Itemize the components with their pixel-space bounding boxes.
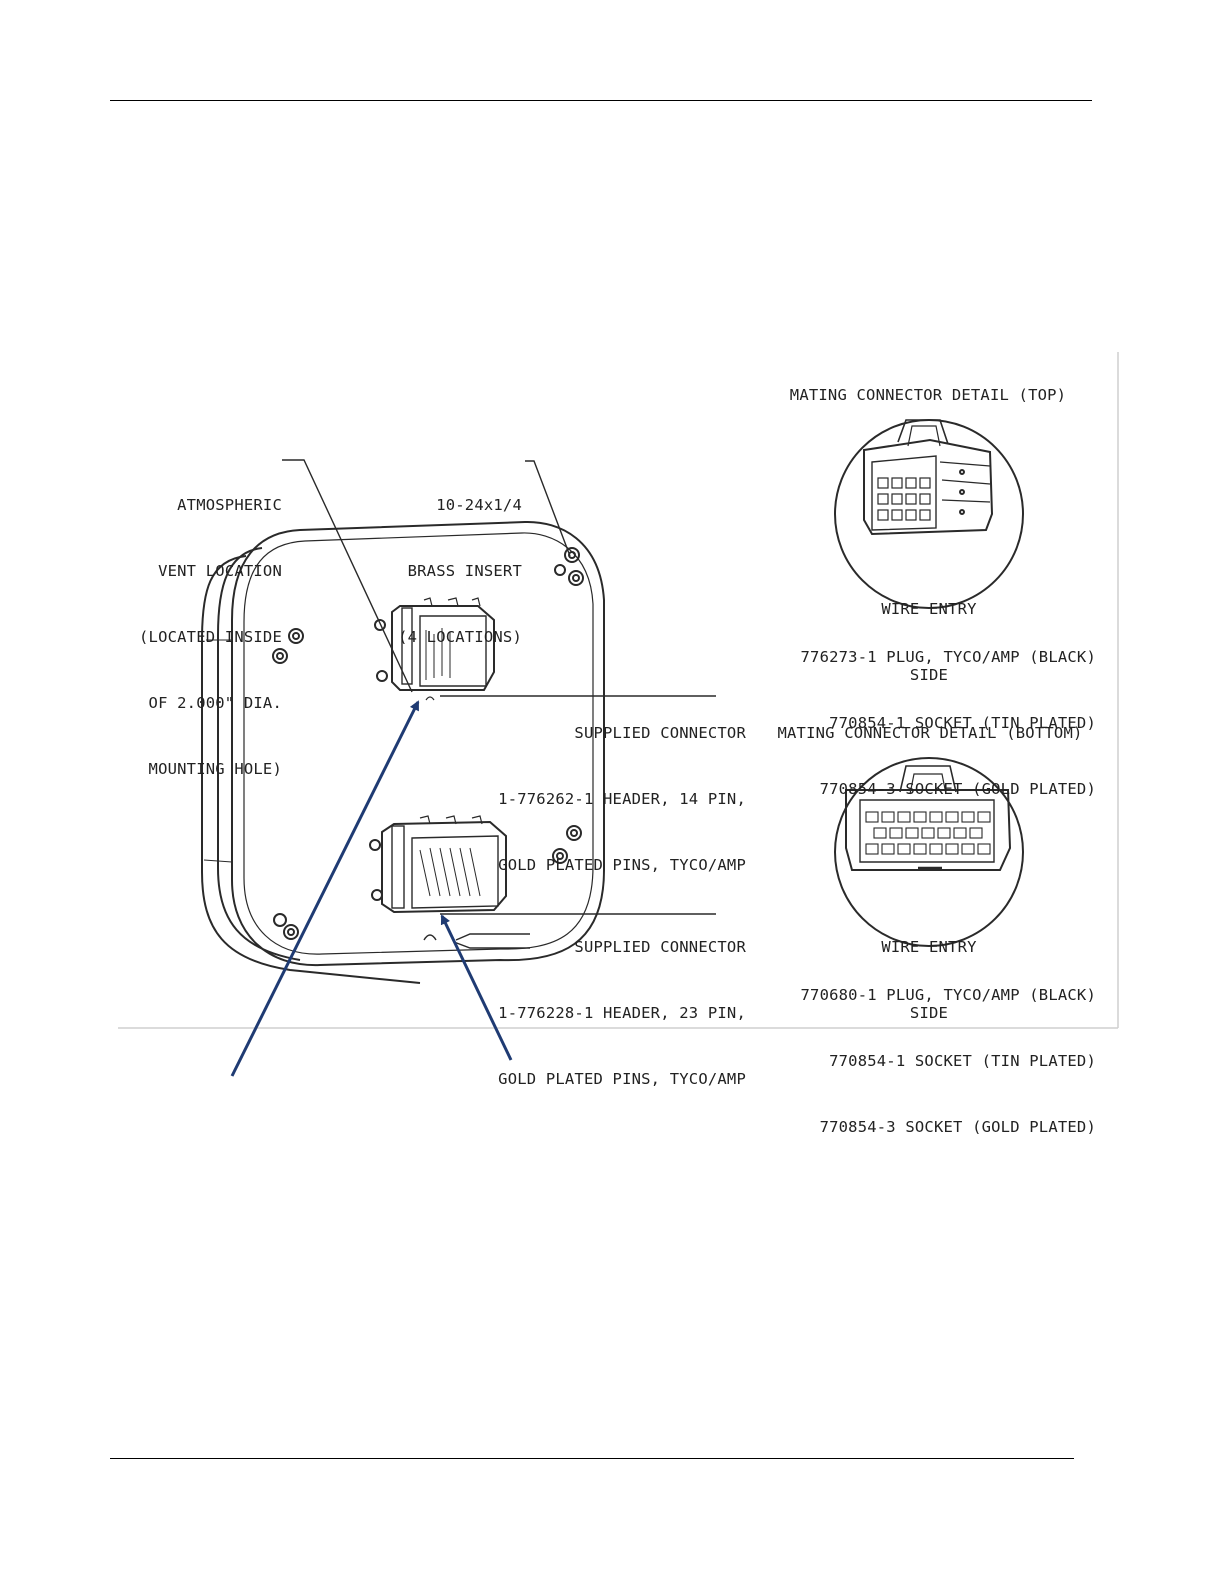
- vent-line-5: MOUNTING HOLE): [148, 760, 282, 778]
- vent-line-4: OF 2.000" DIA.: [148, 694, 282, 712]
- arrow-to-23-pin: [440, 914, 513, 1061]
- brass-insert-label: 10-24x1/4 BRASS INSERT (4 LOCATIONS): [360, 450, 522, 670]
- vent-line-3: (LOCATED INSIDE: [139, 628, 282, 646]
- leader-lines: [282, 459, 716, 949]
- brass-inserts: [272, 547, 584, 940]
- mating-connector-bottom: [834, 757, 1024, 947]
- figure-frame: [118, 352, 1119, 1029]
- top-part-plug: 776273-1 PLUG, TYCO/AMP (BLACK): [800, 648, 1096, 666]
- c14-line-3: GOLD PLATED PINS, TYCO/AMP: [498, 856, 746, 874]
- top-part-socket-gold: 770854-3 SOCKET (GOLD PLATED): [819, 780, 1096, 798]
- insert-line-3: (4 LOCATIONS): [398, 628, 522, 646]
- mating-connector-top: [834, 419, 1024, 609]
- connector-23-pin: [381, 815, 507, 941]
- bottom-parts-list: 770680-1 PLUG, TYCO/AMP (BLACK) 770854-1…: [740, 940, 1096, 1160]
- bottom-part-socket-tin: 770854-1 SOCKET (TIN PLATED): [829, 1052, 1096, 1070]
- footer-rule: [110, 1458, 1074, 1459]
- c23-line-1: SUPPLIED CONNECTOR: [574, 938, 746, 956]
- c14-line-1: SUPPLIED CONNECTOR: [574, 724, 746, 742]
- header-rule: [110, 100, 1092, 101]
- connector-14-pin: [391, 597, 495, 701]
- bottom-part-socket-gold: 770854-3 SOCKET (GOLD PLATED): [819, 1118, 1096, 1136]
- top-detail-title: MATING CONNECTOR DETAIL (TOP): [789, 386, 1067, 404]
- arrow-to-14-pin: [230, 700, 420, 1077]
- top-wire-entry-line-1: WIRE ENTRY: [881, 600, 977, 618]
- top-wire-entry-line-2: SIDE: [909, 666, 949, 684]
- bottom-wire-entry-line-1: WIRE ENTRY: [881, 938, 977, 956]
- top-parts-list: 776273-1 PLUG, TYCO/AMP (BLACK) 770854-1…: [740, 602, 1096, 822]
- connector-23-pin-label: SUPPLIED CONNECTOR 1-776228-1 HEADER, 23…: [446, 892, 746, 1112]
- callout-arrows: [230, 700, 513, 1077]
- vent-location-label: ATMOSPHERIC VENT LOCATION (LOCATED INSID…: [100, 450, 282, 802]
- vent-line-1: ATMOSPHERIC: [177, 496, 282, 514]
- c23-line-2: 1-776228-1 HEADER, 23 PIN,: [498, 1004, 746, 1022]
- top-part-socket-tin: 770854-1 SOCKET (TIN PLATED): [829, 714, 1096, 732]
- bottom-wire-entry-line-2: SIDE: [909, 1004, 949, 1022]
- housing: [201, 520, 605, 984]
- bottom-part-plug: 770680-1 PLUG, TYCO/AMP (BLACK): [800, 986, 1096, 1004]
- insert-line-1: 10-24x1/4: [436, 496, 522, 514]
- top-wire-entry-label: WIRE ENTRY SIDE: [859, 554, 999, 708]
- vent-line-2: VENT LOCATION: [158, 562, 282, 580]
- bottom-wire-entry-label: WIRE ENTRY SIDE: [859, 892, 999, 1046]
- c14-line-2: 1-776262-1 HEADER, 14 PIN,: [498, 790, 746, 808]
- bottom-detail-title: MATING CONNECTOR DETAIL (BOTTOM): [777, 724, 1083, 742]
- insert-line-2: BRASS INSERT: [407, 562, 522, 580]
- connector-14-pin-label: SUPPLIED CONNECTOR 1-776262-1 HEADER, 14…: [446, 678, 746, 898]
- c23-line-3: GOLD PLATED PINS, TYCO/AMP: [498, 1070, 746, 1088]
